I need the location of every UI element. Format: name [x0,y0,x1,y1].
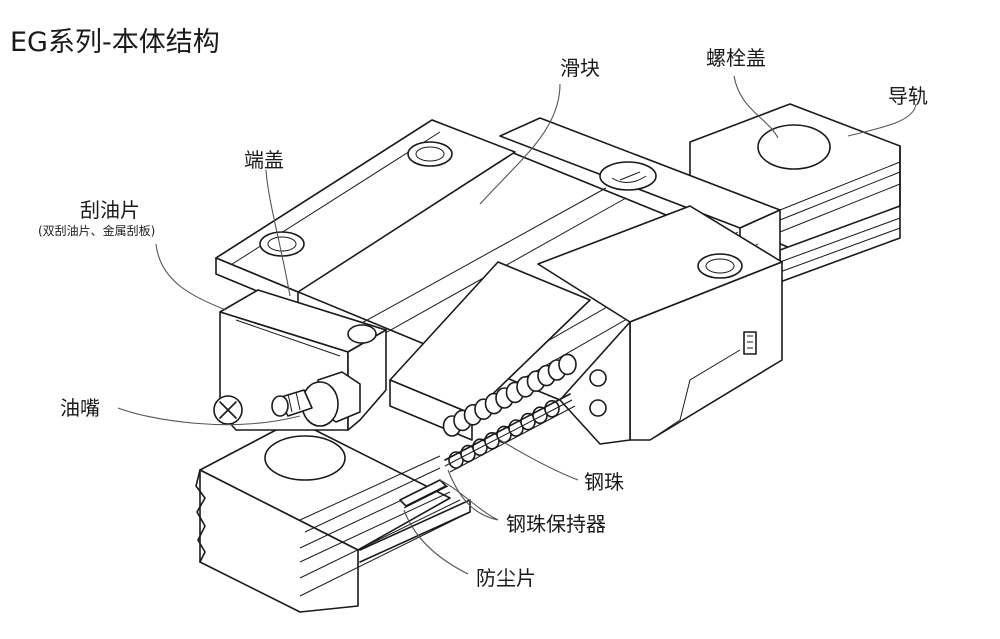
label-grease-nipple: 油嘴 [60,396,100,420]
leader-grease-nipple [117,407,301,426]
label-slider: 滑块 [560,56,600,80]
leader-lines [117,75,917,575]
label-steel-ball: 钢珠 [584,470,624,494]
leader-steel-ball [499,439,579,481]
ball-retainer [444,393,576,473]
label-dust-seal: 防尘片 [476,566,536,590]
grease-nipple [271,371,361,427]
leader-dust-seal [403,509,469,575]
label-bolt-cap: 螺栓盖 [706,46,766,70]
label-rail: 导轨 [888,84,928,108]
leader-slider [479,83,561,205]
label-ball-retainer: 钢珠保持器 [506,512,606,536]
leader-bolt-cap [733,75,779,139]
label-scraper: 刮油片 [80,198,140,222]
bolt-cap-rear [757,124,831,170]
leader-ball-retainer-1 [439,479,499,521]
label-scraper-note: (双刮油片、金属刮板) [38,224,156,238]
dust-seal [399,479,449,509]
end-cap-screw [213,395,243,425]
steel-ball [558,353,577,376]
label-end-cap: 端盖 [244,148,284,172]
leader-ball-retainer-2 [447,469,499,521]
leader-rail [847,103,917,137]
leader-scraper [155,243,227,311]
diagram-title: EG系列-本体结构 [10,27,220,58]
leader-end-cap [265,169,291,297]
steel-ball-group [442,353,577,469]
bolt-cap-front [264,435,346,481]
